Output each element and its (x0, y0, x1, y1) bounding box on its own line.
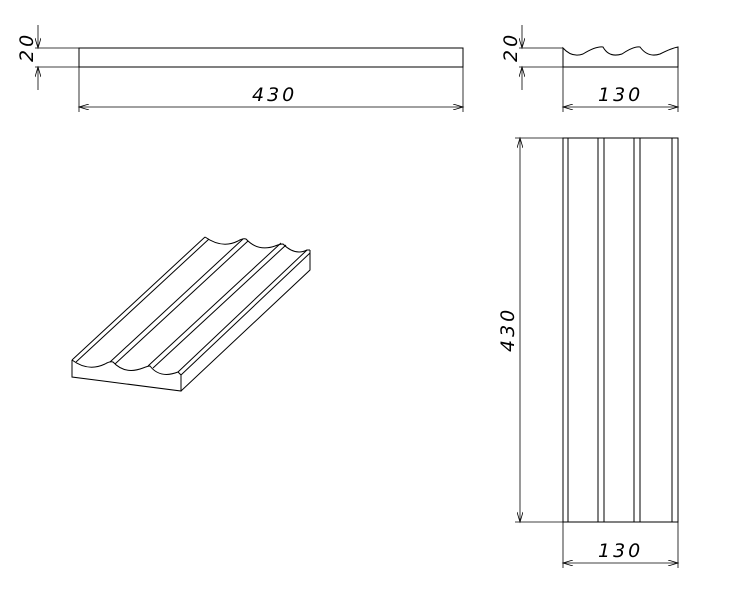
length-dimension-label: 430 (252, 84, 297, 106)
isometric-view (71, 236, 311, 392)
length-dimension-label: 430 (497, 307, 519, 352)
top-view: 430 130 (497, 138, 678, 568)
width-dimension-label: 130 (598, 540, 643, 562)
front-view: 430 20 (16, 25, 463, 112)
iso-edge (71, 236, 206, 361)
iso-front-profile (71, 359, 182, 376)
thickness-dimension-label: 20 (500, 32, 522, 62)
iso-edge (180, 252, 311, 376)
thickness-dimension-label: 20 (16, 32, 38, 62)
front-view-outline (78, 47, 464, 68)
top-view-outline (562, 137, 679, 523)
iso-ridge (109, 238, 244, 363)
iso-back-profile (204, 236, 310, 253)
iso-front-face (71, 360, 182, 392)
iso-side-face (180, 250, 311, 392)
iso-edge (75, 238, 210, 363)
iso-edge (177, 249, 308, 373)
iso-ridge (147, 242, 282, 367)
width-dimension-label: 130 (598, 84, 643, 106)
side-view-profile (562, 46, 679, 68)
iso-ridge (114, 240, 249, 365)
iso-ridge (152, 244, 287, 369)
side-view: 130 20 (500, 25, 678, 112)
